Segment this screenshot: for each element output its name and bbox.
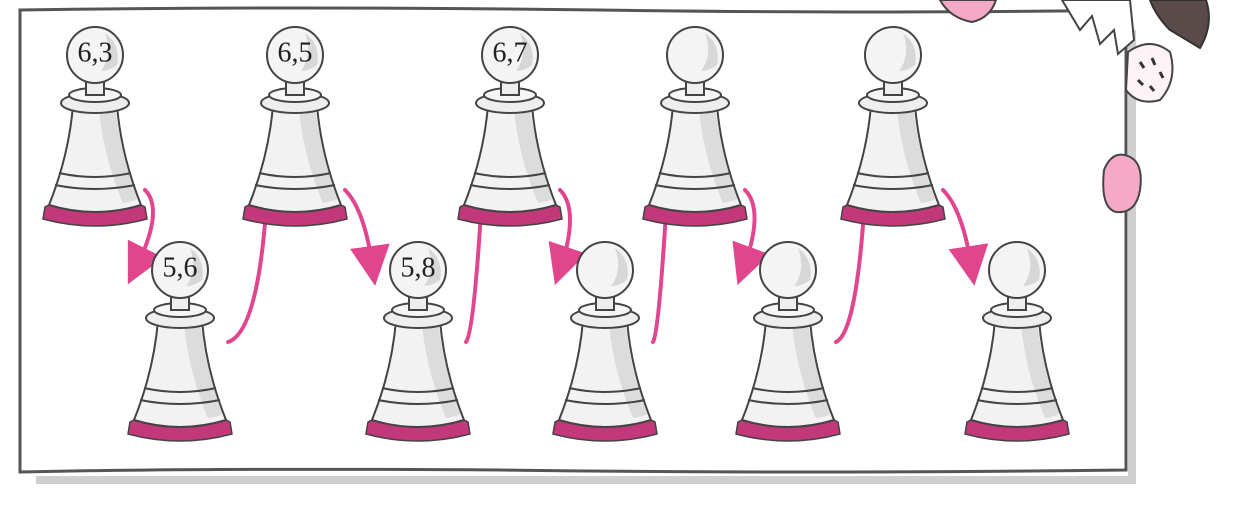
pawn-value-label: 6,3 [78, 37, 113, 68]
pawn-value-label: 6,7 [493, 37, 528, 68]
pawn-value-label: 5,6 [163, 252, 198, 283]
pawn-value-label: 5,8 [401, 252, 436, 283]
pawn-value-label: 6,5 [278, 37, 313, 68]
